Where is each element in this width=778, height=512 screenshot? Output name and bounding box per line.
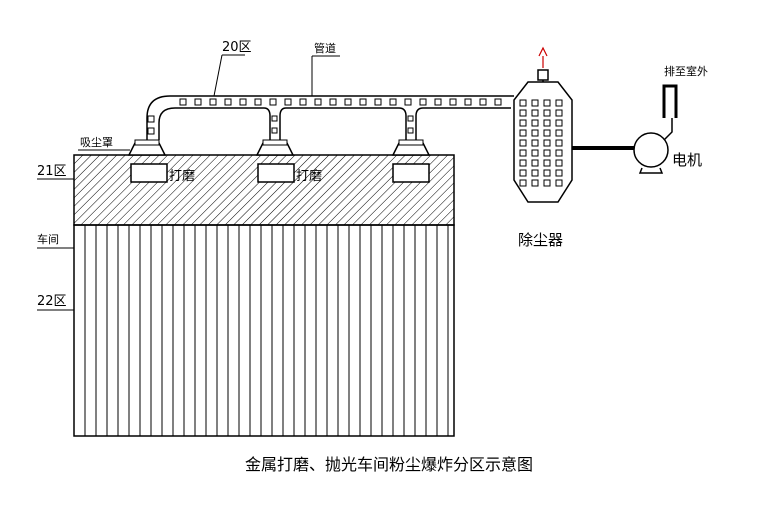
zone-22-workshop-area (84, 225, 449, 436)
zone-21-label: 21区 (37, 164, 67, 179)
exhaust-duct (662, 84, 678, 118)
workshop-label: 车间 (37, 232, 59, 246)
zone-22-label: 22区 (37, 294, 67, 309)
zone-20-label: 20区 (222, 40, 252, 55)
dust-hood-1 (127, 139, 167, 156)
hood-label: 吸尘罩 (80, 136, 113, 149)
dust-hood-2 (255, 139, 295, 156)
grinding-station-2 (257, 163, 295, 183)
duct-network (146, 95, 514, 140)
collector-filter-cells (519, 99, 563, 187)
grinding-station-3 (392, 163, 430, 183)
exhaust-label: 排至室外 (664, 64, 708, 78)
duct-dots (147, 98, 502, 135)
dust-collector-label: 除尘器 (518, 231, 563, 249)
grinding-station-1 (130, 163, 168, 183)
fan-label: 电机 (672, 151, 702, 169)
grinding-label-1: 打磨 (169, 169, 195, 184)
fan-motor (633, 118, 673, 174)
dust-hood-3 (391, 139, 431, 156)
pipe-label: 管道 (314, 41, 336, 55)
diagram-caption: 金属打磨、抛光车间粉尘爆炸分区示意图 (245, 455, 533, 474)
inlet-arrow-icon (538, 46, 548, 57)
grinding-label-2: 打磨 (296, 169, 322, 184)
